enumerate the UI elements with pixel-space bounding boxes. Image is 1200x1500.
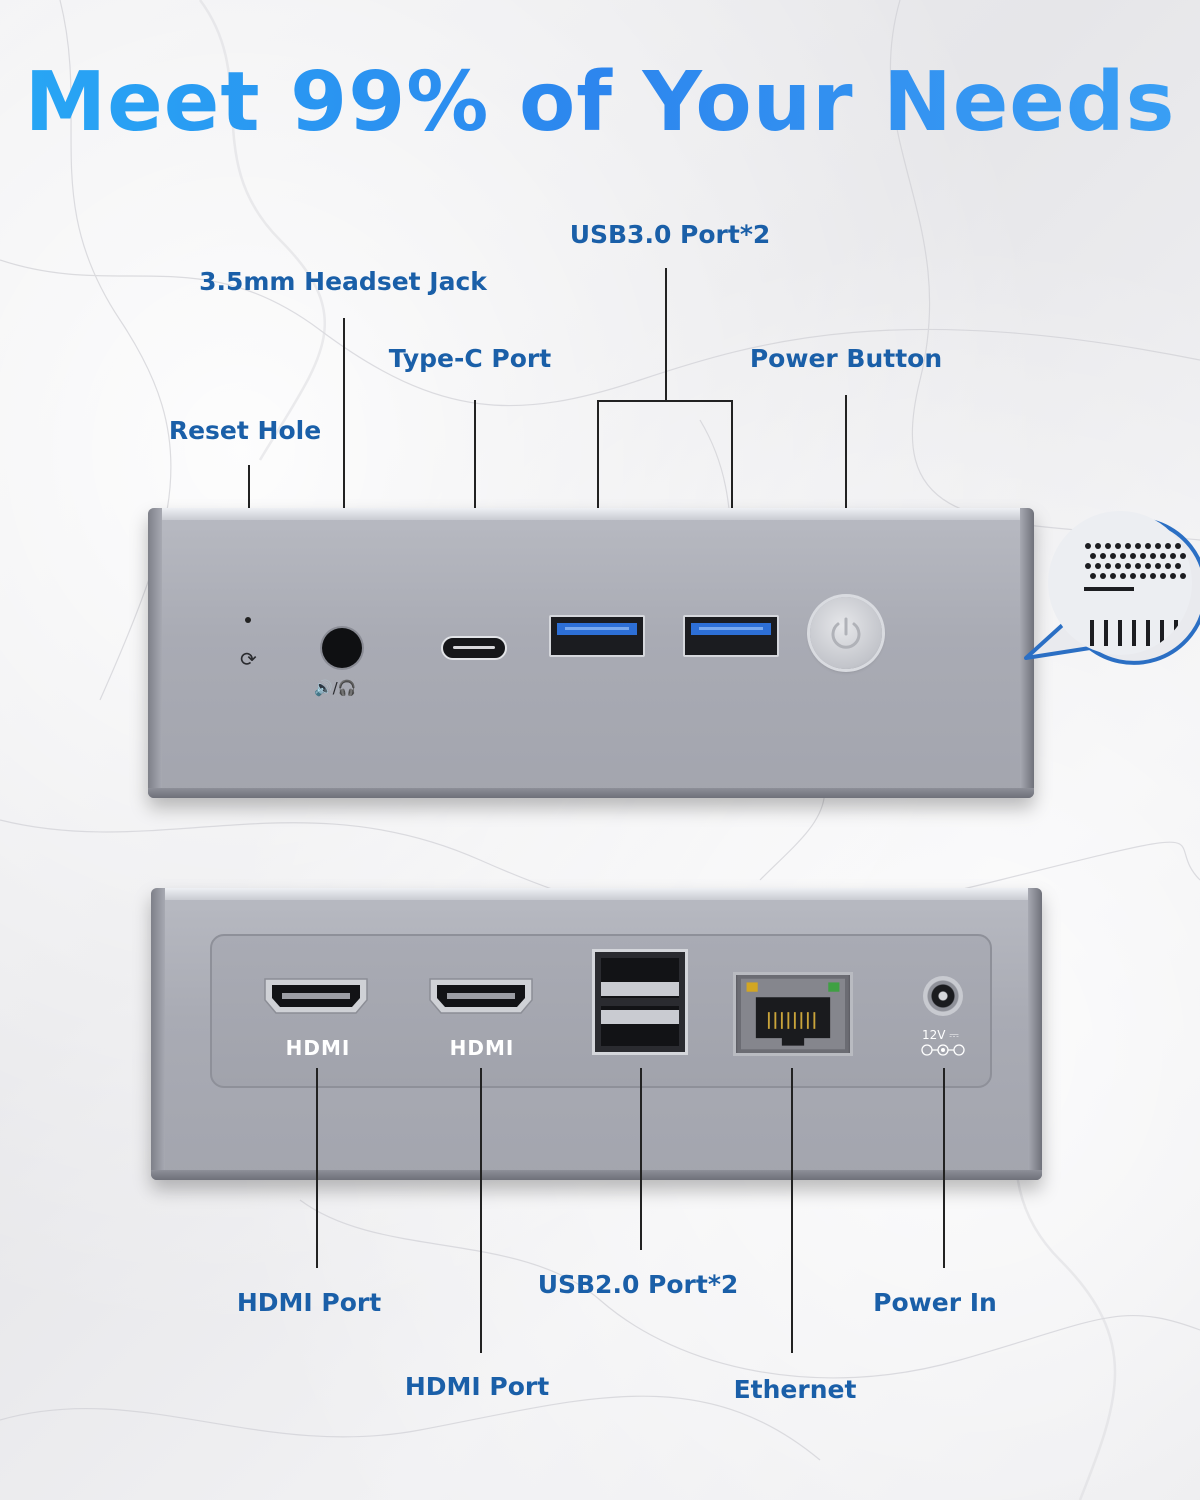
label-usb2: USB2.0 Port*2 — [537, 1270, 739, 1299]
leader-power-button — [845, 395, 847, 575]
leader-usb3-stem — [665, 268, 667, 400]
headset-jack[interactable] — [322, 628, 362, 668]
rear-top-edge — [151, 888, 1042, 900]
usb2-port-1[interactable] — [601, 958, 679, 998]
reset-arrow-icon: ⟳ — [240, 647, 257, 671]
leader-usb3-right — [731, 400, 733, 600]
dc-voltage-marking: 12V ⎓ — [922, 1028, 959, 1042]
power-icon — [831, 617, 861, 649]
label-usb3: USB3.0 Port*2 — [569, 220, 771, 249]
typec-port[interactable] — [441, 636, 507, 660]
leader-headset — [343, 318, 345, 600]
label-ethernet: Ethernet — [733, 1375, 857, 1404]
leader-power-in — [943, 1068, 945, 1268]
rear-left-side — [151, 888, 165, 1180]
label-hdmi-1: HDMI Port — [236, 1288, 382, 1317]
front-right-side — [1020, 508, 1034, 798]
label-headset-jack: 3.5mm Headset Jack — [199, 267, 487, 296]
power-in-jack[interactable] — [923, 976, 963, 1016]
leader-ethernet — [791, 1068, 793, 1353]
power-button[interactable] — [810, 597, 882, 669]
dc-polarity-icon — [921, 1044, 965, 1056]
headline: Meet 99% of Your Needs — [0, 55, 1200, 150]
rear-right-side — [1028, 888, 1042, 1180]
label-power-in: Power In — [873, 1288, 997, 1317]
vent-callout — [1024, 511, 1200, 665]
hdmi-logo-1: HDMI — [285, 1036, 351, 1060]
front-top-edge — [148, 508, 1034, 520]
hdmi-logo-2: HDMI — [449, 1036, 515, 1060]
label-hdmi-2: HDMI Port — [404, 1372, 550, 1401]
label-typec: Type-C Port — [388, 344, 552, 373]
label-power-button: Power Button — [749, 344, 943, 373]
label-reset-hole: Reset Hole — [168, 416, 322, 445]
ethernet-port[interactable] — [733, 972, 853, 1056]
leader-typec — [474, 400, 476, 600]
hdmi-port-1[interactable] — [262, 976, 370, 1016]
usb3-port-1[interactable] — [549, 615, 645, 657]
hdmi-port-2[interactable] — [427, 976, 535, 1016]
usb3-port-2[interactable] — [683, 615, 779, 657]
leader-usb3-left — [597, 400, 599, 600]
leader-usb2 — [640, 1068, 642, 1250]
rear-bottom-edge — [151, 1170, 1042, 1180]
usb2-port-2[interactable] — [601, 1006, 679, 1046]
usb2-ports[interactable] — [592, 949, 688, 1055]
reset-hole[interactable] — [245, 617, 251, 623]
speaker-headphone-icon: 🔊/🎧 — [314, 679, 357, 697]
front-bottom-edge — [148, 788, 1034, 798]
leader-hdmi-2 — [480, 1068, 482, 1353]
leader-usb3-bar — [597, 400, 732, 402]
leader-hdmi-1 — [316, 1068, 318, 1268]
front-left-side — [148, 508, 162, 798]
